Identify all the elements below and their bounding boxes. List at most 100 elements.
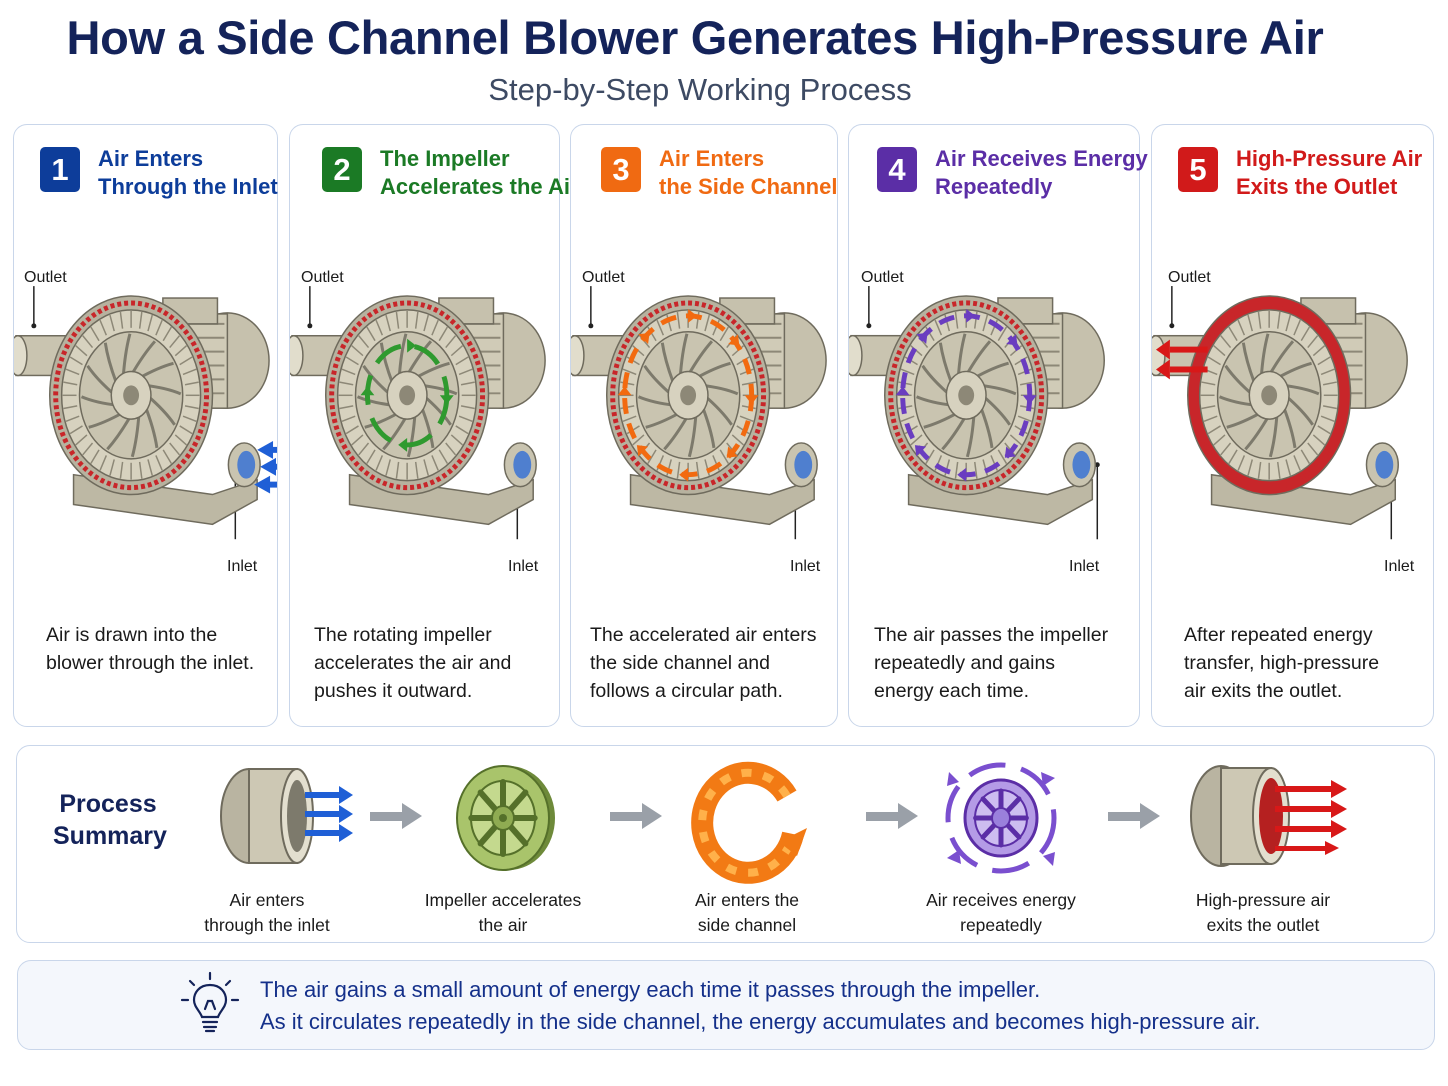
inlet-label: Inlet — [790, 558, 821, 575]
key-insight-note: The air gains a small amount of energy e… — [17, 960, 1435, 1050]
outlet-label: Outlet — [24, 269, 67, 286]
inlet-label: Inlet — [508, 558, 539, 575]
step-title-line: Accelerates the Air — [380, 174, 579, 199]
inlet-label: Inlet — [227, 558, 258, 575]
summary-caption-line: the air — [478, 915, 528, 935]
flow-arrow-icon — [866, 803, 918, 829]
summary-item-impeller: Impeller accelerates the air — [403, 756, 603, 941]
step-description-line: transfer, high-pressure — [1184, 652, 1380, 674]
step-description: The accelerated air enters the side chan… — [590, 621, 820, 705]
step-number-badge: 4 — [877, 147, 917, 192]
summary-caption: Impeller accelerates the air — [403, 888, 603, 938]
summary-title-line: Summary — [53, 822, 167, 850]
step-card-4: 4 Air Receives Energy Repeatedly Outlet … — [848, 124, 1148, 727]
summary-item-inlet: Air enters through the inlet — [167, 756, 367, 941]
summary-caption-line: repeatedly — [960, 915, 1042, 935]
lightbulb-icon — [180, 971, 240, 1033]
step-description: Air is drawn into the blower through the… — [46, 621, 276, 677]
step-description-line: air exits the outlet. — [1184, 680, 1343, 702]
summary-caption-line: Air receives energy — [926, 890, 1076, 910]
step-title-line: the Side Channel — [659, 174, 838, 199]
step-description-line: Air is drawn into the — [46, 624, 218, 646]
summary-caption-line: through the inlet — [204, 915, 330, 935]
step-description-line: The accelerated air enters — [590, 624, 817, 646]
step-number-badge: 2 — [322, 147, 362, 192]
flow-arrow-icon — [370, 803, 422, 829]
circular-channel-icon — [691, 761, 807, 884]
outlet-label: Outlet — [582, 269, 625, 286]
step-title-line: The Impeller — [380, 146, 510, 171]
page-subtitle: Step-by-Step Working Process — [488, 72, 912, 107]
step-number-badge: 5 — [1178, 147, 1218, 192]
step-description-line: The rotating impeller — [314, 624, 492, 646]
blower-illustration — [1152, 286, 1408, 540]
page-title: How a Side Channel Blower Generates High… — [66, 11, 1324, 64]
inlet-label: Inlet — [1069, 558, 1100, 575]
inlet-pipe-icon — [220, 768, 353, 864]
summary-item-outlet: High-pressure air exits the outlet — [1163, 756, 1363, 941]
step-title-line: Air Receives Energy — [935, 146, 1148, 171]
step-title-line: Through the Inlet — [98, 174, 278, 199]
inlet-label: Inlet — [1384, 558, 1415, 575]
step-title: Air Enters Through the Inlet — [98, 145, 318, 201]
step-description-line: accelerates the air and — [314, 652, 512, 674]
summary-title: Process Summary — [53, 788, 167, 852]
note-text: The air gains a small amount of energy e… — [260, 974, 1260, 1038]
step-title: The Impeller Accelerates the Air — [380, 145, 600, 201]
step-number-badge: 3 — [601, 147, 641, 192]
note-line: The air gains a small amount of energy e… — [260, 977, 1041, 1002]
summary-caption-line: Impeller accelerates — [424, 890, 582, 910]
summary-caption: Air enters through the inlet — [167, 888, 367, 938]
step-description: After repeated energy transfer, high-pre… — [1184, 621, 1414, 705]
note-line: As it circulates repeatedly in the side … — [260, 1009, 1261, 1034]
step-description-line: energy each time. — [874, 680, 1030, 702]
outlet-label: Outlet — [861, 269, 904, 286]
step-description-line: After repeated energy — [1184, 624, 1373, 646]
step-description-line: The air passes the impeller — [874, 624, 1109, 646]
summary-caption-line: side channel — [697, 915, 797, 935]
impeller-wheel-icon — [456, 765, 555, 871]
outlet-label: Outlet — [1168, 269, 1211, 286]
step-number-badge: 1 — [40, 147, 80, 192]
step-card-1: 1 Air Enters Through the Inlet Outlet In… — [13, 124, 278, 727]
summary-item-energy: Air receives energy repeatedly — [901, 756, 1101, 941]
step-title: Air Receives Energy Repeatedly — [935, 145, 1155, 201]
rotating-wheel-icon — [945, 762, 1057, 874]
blower-illustration — [849, 286, 1105, 540]
step-title-line: Exits the Outlet — [1236, 174, 1398, 199]
step-header: 2 The Impeller Accelerates the Air — [322, 145, 600, 201]
blower-illustration — [571, 286, 827, 540]
flow-arrow-icon — [1108, 803, 1160, 829]
summary-caption: Air enters the side channel — [647, 888, 847, 938]
step-header: 1 Air Enters Through the Inlet — [40, 145, 318, 201]
step-title-line: High-Pressure Air — [1236, 146, 1423, 171]
step-card-2: 2 The Impeller Accelerates the Air Outle… — [289, 124, 579, 727]
step-title: High-Pressure Air Exits the Outlet — [1236, 145, 1448, 201]
blower-illustration — [14, 286, 277, 540]
outlet-label: Outlet — [301, 269, 344, 286]
summary-caption: Air receives energy repeatedly — [901, 888, 1101, 938]
step-description-line: follows a circular path. — [590, 680, 783, 702]
summary-caption-line: High-pressure air — [1195, 890, 1331, 910]
step-card-5: 5 High-Pressure Air Exits the Outlet Out… — [1151, 124, 1434, 727]
flow-arrow-icon — [610, 803, 662, 829]
summary-caption-line: Air enters the — [694, 890, 800, 910]
step-description-line: pushes it outward. — [314, 680, 473, 702]
step-header: 4 Air Receives Energy Repeatedly — [877, 145, 1155, 201]
step-description-line: the side channel and — [590, 652, 770, 674]
step-description-line: blower through the inlet. — [46, 652, 255, 674]
step-card-3: 3 Air Enters the Side Channel Outlet Inl… — [570, 124, 838, 727]
step-title-line: Air Enters — [98, 146, 204, 171]
step-title-line: Repeatedly — [935, 174, 1053, 199]
summary-caption-line: exits the outlet — [1206, 915, 1320, 935]
summary-item-channel: Air enters the side channel — [647, 756, 847, 941]
summary-title-line: Process — [59, 790, 157, 818]
step-header: 3 Air Enters the Side Channel — [601, 145, 879, 201]
summary-caption-line: Air enters — [229, 890, 305, 910]
step-header: 5 High-Pressure Air Exits the Outlet — [1178, 145, 1448, 201]
step-description: The air passes the impeller repeatedly a… — [874, 621, 1109, 705]
step-description-line: repeatedly and gains — [874, 652, 1056, 674]
blower-illustration — [290, 286, 546, 540]
outlet-pipe-icon — [1190, 765, 1347, 867]
step-title-line: Air Enters — [659, 146, 765, 171]
